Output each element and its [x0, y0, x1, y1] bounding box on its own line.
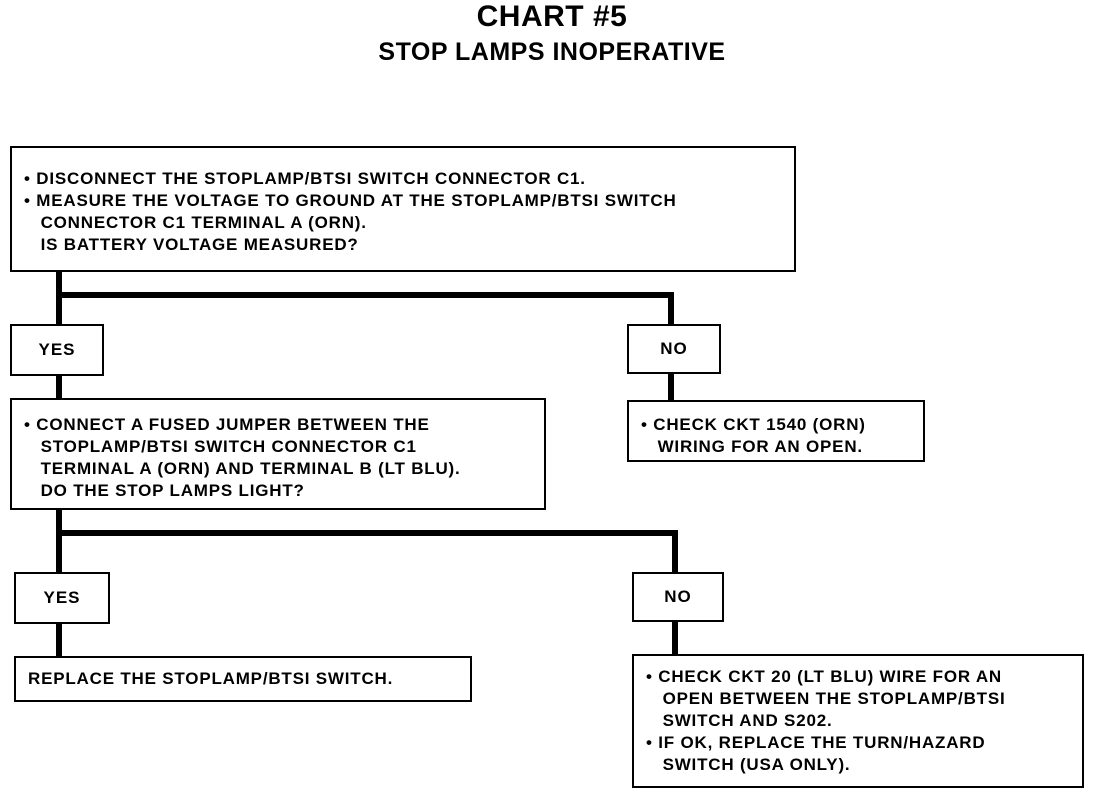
- yes2-action-box: REPLACE THE STOPLAMP/BTSI SWITCH.: [14, 656, 472, 702]
- connector-branch2-no-down: [672, 530, 678, 574]
- no2-action-line: SWITCH (USA ONLY).: [646, 755, 851, 774]
- connector-step2-down: [56, 508, 62, 574]
- no2-action-line: OPEN BETWEEN THE STOPLAMP/BTSI: [646, 689, 1006, 708]
- connector-branch1-no-down: [668, 292, 674, 326]
- connector-yes2-down: [56, 622, 62, 658]
- step1-box: • DISCONNECT THE STOPLAMP/BTSI SWITCH CO…: [10, 146, 796, 272]
- branch1-yes-label: YES: [10, 324, 104, 376]
- step1-line: • DISCONNECT THE STOPLAMP/BTSI SWITCH CO…: [24, 169, 586, 188]
- no2-action-line: • CHECK CKT 20 (LT BLU) WIRE FOR AN: [646, 667, 1002, 686]
- step2-line: TERMINAL A (ORN) AND TERMINAL B (LT BLU)…: [24, 459, 461, 478]
- connector-branch1-horizontal: [56, 292, 674, 298]
- no1-action-box: • CHECK CKT 1540 (ORN) WIRING FOR AN OPE…: [627, 400, 925, 462]
- connector-no2-down: [672, 620, 678, 656]
- no2-action-line: • IF OK, REPLACE THE TURN/HAZARD: [646, 733, 986, 752]
- step2-line: STOPLAMP/BTSI SWITCH CONNECTOR C1: [24, 437, 417, 456]
- branch2-yes-label: YES: [14, 572, 110, 624]
- branch2-no-label: NO: [632, 572, 724, 622]
- no1-action-line: • CHECK CKT 1540 (ORN): [641, 415, 866, 434]
- step2-box: • CONNECT A FUSED JUMPER BETWEEN THE STO…: [10, 398, 546, 510]
- connector-no1-down: [668, 372, 674, 402]
- step2-line: DO THE STOP LAMPS LIGHT?: [24, 481, 305, 500]
- branch1-no-label: NO: [627, 324, 721, 374]
- chart-title: CHART #5: [476, 0, 628, 33]
- step1-line: • MEASURE THE VOLTAGE TO GROUND AT THE S…: [24, 191, 677, 210]
- chart-subtitle: STOP LAMPS INOPERATIVE: [378, 38, 726, 66]
- yes2-action-line: REPLACE THE STOPLAMP/BTSI SWITCH.: [28, 669, 394, 688]
- no1-action-line: WIRING FOR AN OPEN.: [641, 437, 863, 456]
- step1-line: CONNECTOR C1 TERMINAL A (ORN).: [24, 213, 367, 232]
- connector-step1-down: [56, 270, 62, 326]
- no2-action-box: • CHECK CKT 20 (LT BLU) WIRE FOR AN OPEN…: [632, 654, 1084, 788]
- step2-line: • CONNECT A FUSED JUMPER BETWEEN THE: [24, 415, 430, 434]
- connector-yes1-down: [56, 374, 62, 400]
- step1-line: IS BATTERY VOLTAGE MEASURED?: [24, 235, 359, 254]
- no2-action-line: SWITCH AND S202.: [646, 711, 833, 730]
- connector-branch2-horizontal: [56, 530, 678, 536]
